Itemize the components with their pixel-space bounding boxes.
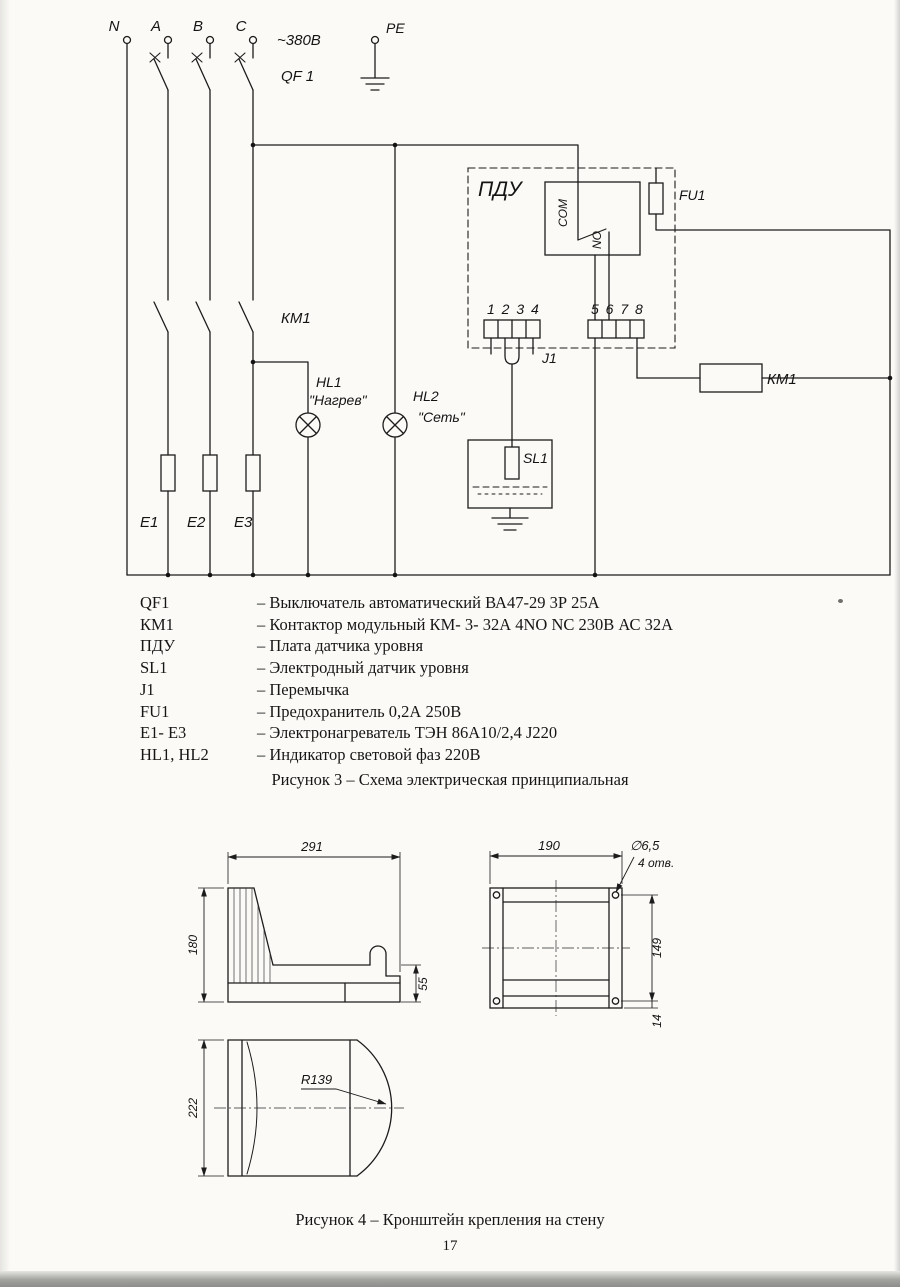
schematic-labels: N A B C ~380В PE QF 1 КМ1 HL1 "Нагрев" H… (109, 18, 797, 531)
schematic-wiring (122, 35, 891, 576)
legend-row: QF1 – Выключатель автоматический ВА47-29 … (140, 592, 800, 614)
dim-holes-count: 4 отв. (638, 856, 674, 870)
heater-e3 (245, 454, 261, 492)
terminal-pe (370, 35, 380, 45)
label-hl1-name: "Нагрев" (309, 392, 368, 408)
label-hl1: HL1 (316, 374, 342, 390)
heater-e1 (160, 454, 176, 492)
dim-149: 149 (650, 938, 664, 958)
label-c: C (236, 18, 247, 35)
legend-ref: SL1 (140, 658, 168, 678)
legend-row: J1 – Перемычка (140, 679, 800, 701)
mount-hole (492, 997, 501, 1005)
legend-desc: – Контактор модульный КМ- 3- 32А 4NO NC … (257, 614, 674, 634)
dim-291: 291 (300, 840, 323, 854)
legend-ref: Е1- Е3 (140, 723, 187, 743)
legend-row: SL1 – Электродный датчик уровня (140, 657, 800, 679)
mount-hole (611, 891, 620, 899)
dim-180: 180 (186, 935, 200, 955)
label-voltage: ~380В (277, 32, 321, 49)
dim-14: 14 (650, 1014, 664, 1028)
pdu-board-outline (467, 167, 676, 349)
legend-desc: – Индикатор световой фаз 220В (257, 744, 481, 764)
schematic-figure: N A B C ~380В PE QF 1 КМ1 HL1 "Нагрев" H… (109, 18, 893, 578)
jumper-j1-icon (504, 337, 520, 365)
label-e2: Е2 (187, 514, 206, 531)
label-km1-contacts: КМ1 (281, 310, 311, 327)
dim-hole-diameter: ∅6,5 (630, 840, 660, 853)
legend-row: ПДУ – Плата датчика уровня (140, 635, 800, 657)
qf1-breaker-icon (153, 58, 254, 91)
bracket-side-view: 291 180 55 (186, 840, 430, 1003)
label-e3: Е3 (234, 514, 253, 531)
label-km1-coil: КМ1 (767, 371, 797, 388)
label-qf1: QF 1 (281, 68, 314, 85)
heater-e2 (202, 454, 218, 492)
sl1-ground-icon (491, 507, 529, 531)
legend-desc: – Перемычка (257, 679, 350, 699)
legend-desc: – Выключатель автоматический ВА47-29 3Р … (257, 593, 600, 612)
legend-row: HL1, HL2 – Индикатор световой фаз 220В (140, 744, 800, 766)
junction-dots (165, 142, 893, 578)
label-b: B (193, 18, 203, 35)
legend-desc: – Предохранитель 0,2А 250В (257, 701, 462, 721)
bracket-front-view: 190 ∅6,5 4 отв. 149 14 (482, 840, 674, 1028)
fuse-fu1-icon (648, 182, 664, 215)
dim-222: 222 (186, 1098, 200, 1119)
legend-ref: J1 (140, 679, 155, 699)
label-pdu: ПДУ (478, 178, 524, 201)
scan-edge-bottom (0, 1271, 900, 1287)
scan-speck (838, 599, 843, 603)
label-fu1: FU1 (679, 187, 705, 203)
label-j1: J1 (541, 350, 557, 366)
sl1-electrode (504, 446, 520, 480)
label-e1: Е1 (140, 514, 158, 531)
scan-edge-left (0, 0, 10, 1287)
label-com: COM (556, 199, 570, 227)
label-n: N (109, 18, 120, 35)
figure4-caption: Рисунок 4 – Кронштейн крепления на стену (295, 1210, 605, 1229)
legend-row: КМ1 – Контактор модульный КМ- 3- 32А 4NO … (140, 614, 800, 636)
legend-ref: ПДУ (140, 636, 176, 656)
dim-55: 55 (416, 977, 430, 991)
legend-row: Е1- Е3 – Электронагреватель ТЭН 86А10/2,4… (140, 722, 800, 744)
legend-ref: КМ1 (140, 614, 174, 634)
legend-desc: – Электродный датчик уровня (257, 658, 469, 678)
terminal-c (248, 35, 258, 45)
label-no: NO (590, 231, 604, 249)
dim-190: 190 (538, 840, 560, 853)
terminal-a (163, 35, 173, 45)
dim-r139: R139 (301, 1072, 332, 1087)
label-sl1: SL1 (523, 450, 548, 466)
page-number: 17 (442, 1238, 458, 1254)
km1-contacts-icon (153, 301, 254, 333)
legend-ref: QF1 (140, 593, 170, 612)
label-a: A (150, 18, 161, 35)
terminal-n (122, 35, 132, 45)
bracket-top-view: 222 R139 (186, 1039, 404, 1177)
legend: QF1 – Выключатель автоматический ВА47-29 … (140, 592, 800, 766)
label-hl2-name: "Сеть" (418, 409, 466, 425)
pe-ground-icon (360, 42, 390, 91)
figure3-caption: Рисунок 3 – Схема электрическая принципи… (271, 770, 629, 789)
legend-row: FU1 – Предохранитель 0,2А 250В (140, 701, 800, 723)
label-terminals-1-4: 1 2 3 4 (487, 301, 540, 317)
legend-desc: – Электронагреватель ТЭН 86А10/2,4 J220 (257, 723, 558, 743)
terminal-b (205, 35, 215, 45)
mount-hole (611, 997, 620, 1005)
scan-edge-right (894, 0, 900, 1287)
legend-ref: FU1 (140, 701, 170, 721)
label-terminals-5-8: 5 6 7 8 (591, 301, 644, 317)
bracket-figure: 291 180 55 (186, 840, 674, 1177)
label-hl2: HL2 (413, 388, 439, 404)
km1-coil (699, 363, 763, 393)
legend-desc: – Плата датчика уровня (257, 636, 424, 656)
legend-ref: HL1, HL2 (140, 744, 209, 764)
level-relay (544, 181, 641, 256)
mount-hole (492, 891, 501, 899)
label-pe: PE (386, 20, 405, 36)
